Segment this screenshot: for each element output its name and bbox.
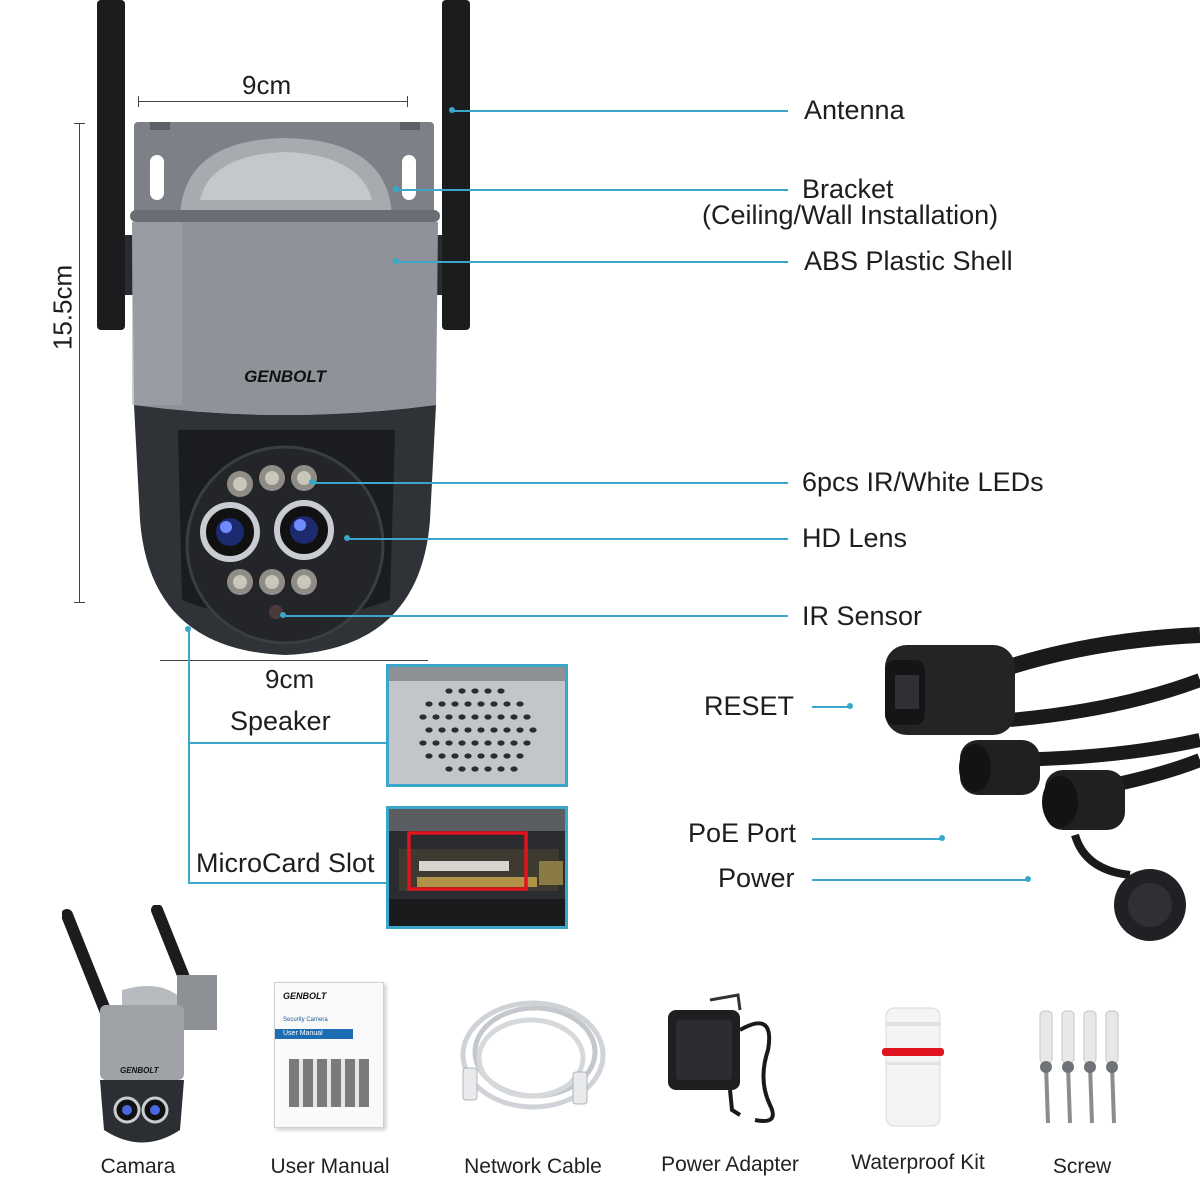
package-camera-image: GENBOLT xyxy=(62,905,217,1143)
speaker-hole xyxy=(497,740,505,746)
speaker-inset xyxy=(386,664,568,787)
speaker-hole xyxy=(451,753,459,759)
cable-illustration xyxy=(885,627,1200,941)
bracket-label: Bracket xyxy=(802,174,894,204)
speaker-hole xyxy=(471,740,479,746)
speaker-hole xyxy=(497,766,505,772)
speaker-hole xyxy=(458,766,466,772)
antenna-label: Antenna xyxy=(804,95,905,125)
brand-logo: GENBOLT xyxy=(244,367,327,386)
bottom-width-label: 9cm xyxy=(265,664,315,694)
top-width-label: 9cm xyxy=(242,70,292,100)
package-camera-logo: GENBOLT xyxy=(120,1066,160,1075)
lens-label: HD Lens xyxy=(802,523,908,553)
speaker-hole xyxy=(516,701,524,707)
speaker-hole xyxy=(477,727,485,733)
speaker-hole xyxy=(438,753,446,759)
speaker-hole xyxy=(490,701,498,707)
waterproof-kit-image xyxy=(882,1007,944,1127)
power-label: Power xyxy=(718,863,795,893)
speaker-hole xyxy=(503,753,511,759)
speaker-hole xyxy=(438,727,446,733)
poe-label: PoE Port xyxy=(688,818,797,848)
speaker-hole xyxy=(419,714,427,720)
reset-label: RESET xyxy=(704,691,795,721)
speaker-hole xyxy=(484,766,492,772)
speaker-hole xyxy=(458,740,466,746)
speaker-hole xyxy=(516,753,524,759)
speaker-hole xyxy=(497,688,505,694)
speaker-hole xyxy=(477,753,485,759)
top-width-line xyxy=(138,101,408,102)
package-label-waterproof-kit: Waterproof Kit xyxy=(851,1151,985,1174)
user-manual-image: GENBOLT Security Camera User Manual xyxy=(274,982,384,1128)
package-label-network-cable: Network Cable xyxy=(464,1155,602,1178)
microcard-inset xyxy=(386,806,568,929)
microcard-slot-highlight xyxy=(407,831,528,891)
speaker-hole xyxy=(432,740,440,746)
power-adapter-image xyxy=(668,993,775,1123)
shell-label: ABS Plastic Shell xyxy=(804,246,1013,276)
package-label-screw: Screw xyxy=(1052,1155,1112,1178)
speaker-hole xyxy=(445,688,453,694)
screws-image xyxy=(1039,1010,1119,1124)
manual-logo: GENBOLT xyxy=(283,991,327,1001)
speaker-hole xyxy=(425,727,433,733)
manual-subtitle: User Manual xyxy=(275,1029,353,1039)
speaker-hole xyxy=(510,740,518,746)
speaker-hole xyxy=(458,714,466,720)
speaker-hole xyxy=(516,727,524,733)
speaker-hole xyxy=(484,688,492,694)
bottom-width-line xyxy=(160,660,428,661)
speaker-hole xyxy=(529,727,537,733)
microcard-label: MicroCard Slot xyxy=(196,848,375,878)
speaker-hole xyxy=(510,714,518,720)
speaker-hole xyxy=(471,766,479,772)
speaker-hole xyxy=(445,740,453,746)
speaker-hole xyxy=(458,688,466,694)
speaker-hole xyxy=(451,701,459,707)
speaker-hole xyxy=(438,701,446,707)
package-label-camera: Camara xyxy=(100,1155,176,1178)
speaker-hole xyxy=(451,727,459,733)
speaker-hole xyxy=(464,753,472,759)
height-line xyxy=(79,123,80,603)
bracket-sublabel: (Ceiling/Wall Installation) xyxy=(702,200,999,230)
camera-illustration: GENBOLT xyxy=(97,0,470,655)
speaker-hole xyxy=(497,714,505,720)
speaker-hole xyxy=(445,766,453,772)
height-label: 15.5cm xyxy=(47,264,78,351)
speaker-hole xyxy=(523,740,531,746)
speaker-hole xyxy=(503,701,511,707)
speaker-label: Speaker xyxy=(230,706,331,736)
right-antenna xyxy=(442,0,470,330)
speaker-hole xyxy=(464,727,472,733)
ir-sensor-label: IR Sensor xyxy=(802,601,923,631)
speaker-hole xyxy=(484,714,492,720)
left-antenna xyxy=(97,0,125,330)
speaker-hole xyxy=(445,714,453,720)
speaker-hole xyxy=(510,766,518,772)
leds-label: 6pcs IR/White LEDs xyxy=(802,467,1044,497)
speaker-hole xyxy=(477,701,485,707)
abs-shell xyxy=(132,222,438,415)
speaker-hole xyxy=(432,714,440,720)
manual-title: Security Camera xyxy=(283,1017,328,1023)
speaker-hole xyxy=(523,714,531,720)
speaker-hole xyxy=(490,753,498,759)
network-cable-image xyxy=(460,1000,606,1110)
speaker-hole xyxy=(490,727,498,733)
speaker-hole xyxy=(425,753,433,759)
speaker-hole xyxy=(503,727,511,733)
speaker-hole xyxy=(471,714,479,720)
speaker-grille xyxy=(389,667,565,784)
speaker-hole xyxy=(464,701,472,707)
speaker-hole xyxy=(419,740,427,746)
speaker-hole xyxy=(484,740,492,746)
ir-sensor xyxy=(269,605,283,619)
package-label-power-adapter: Power Adapter xyxy=(661,1153,799,1176)
speaker-hole xyxy=(425,701,433,707)
speaker-hole xyxy=(471,688,479,694)
package-label-user-manual: User Manual xyxy=(270,1155,390,1178)
